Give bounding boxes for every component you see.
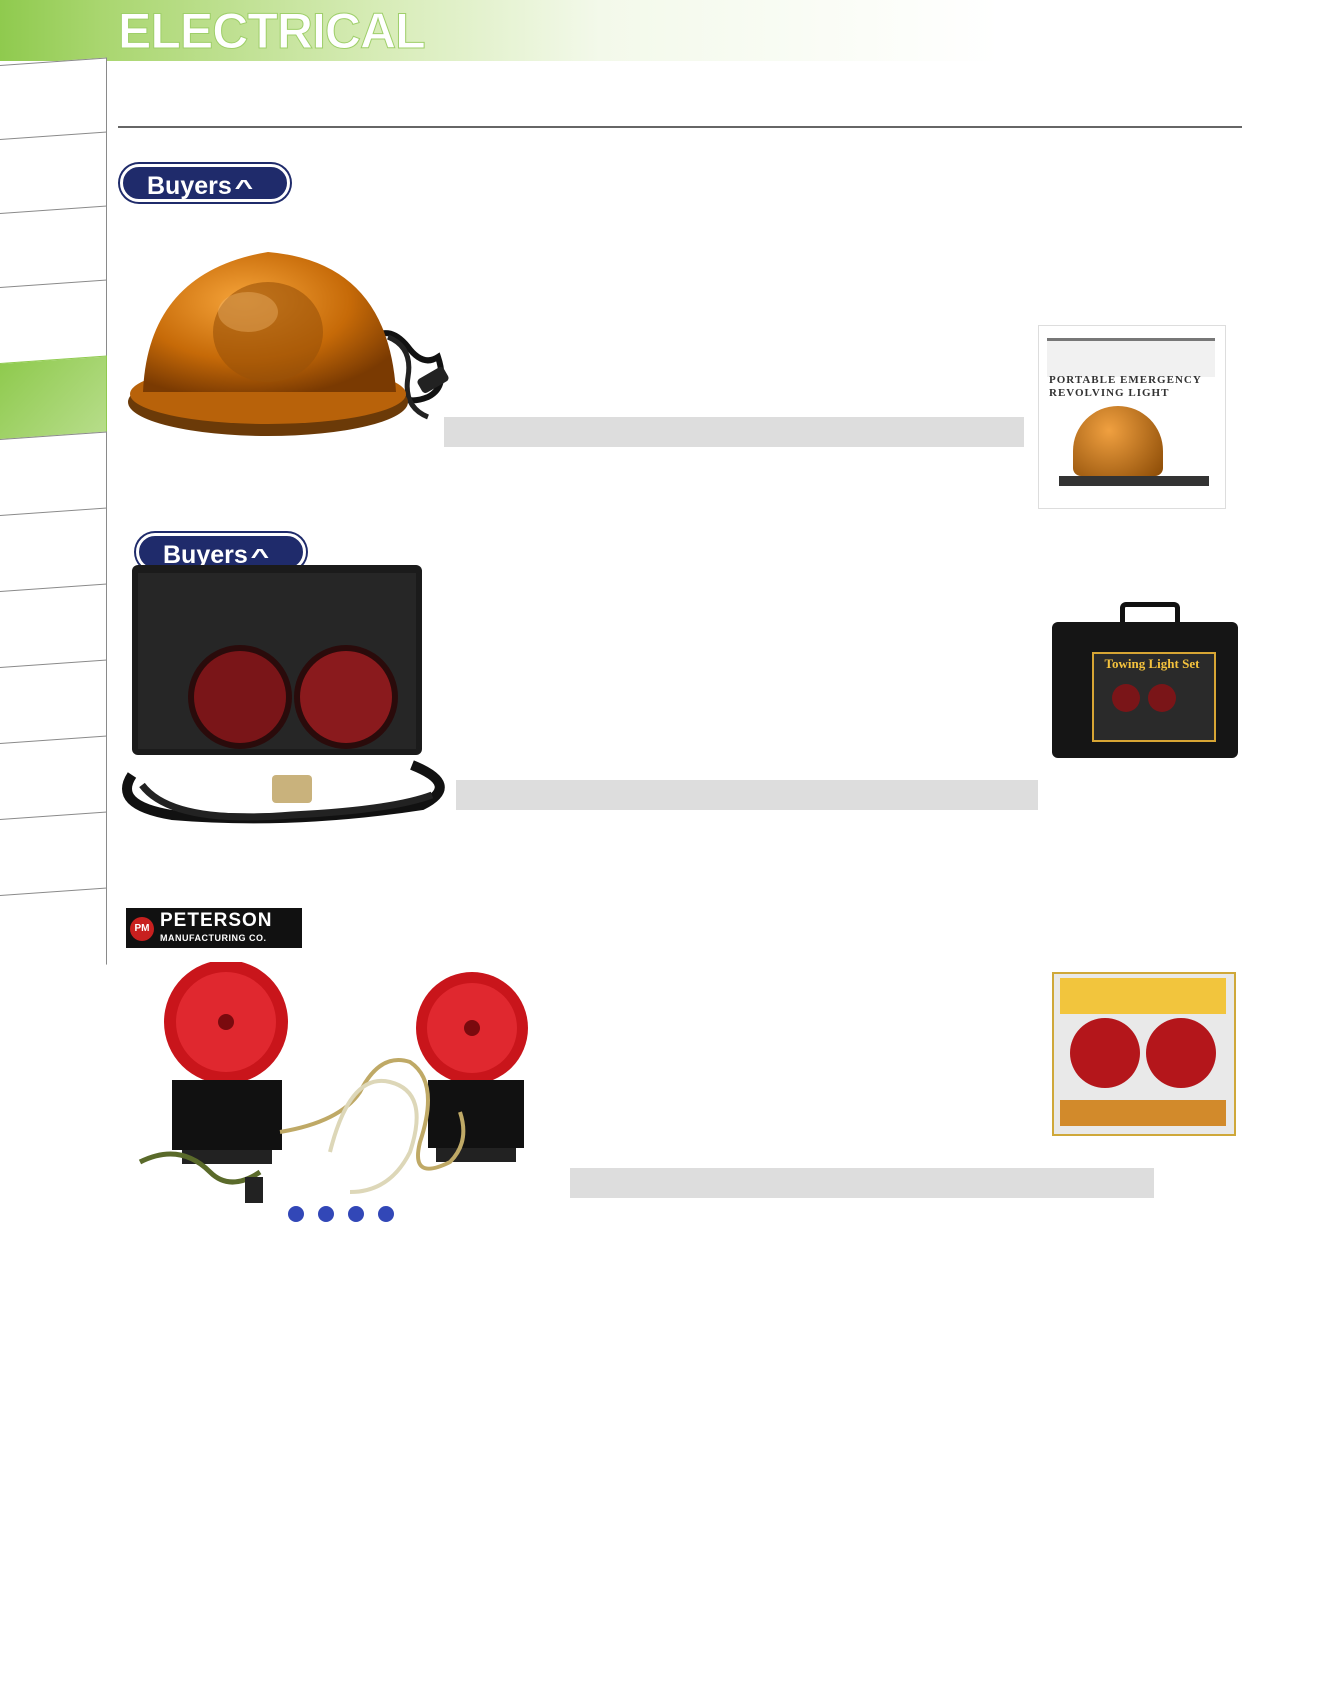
- side-tab[interactable]: [0, 583, 107, 668]
- side-tab[interactable]: [0, 659, 107, 744]
- side-tab[interactable]: [0, 431, 107, 516]
- buyers-arrow-icon: ^: [234, 177, 253, 199]
- header-divider: [118, 126, 1242, 128]
- description-bar: [456, 780, 1038, 810]
- side-tab[interactable]: [0, 507, 107, 592]
- beacon-light-image: [118, 232, 463, 472]
- peterson-name: PETERSON: [160, 910, 273, 931]
- buyers-logo: Buyers^: [120, 164, 290, 202]
- peterson-sub: MANUFACTURING CO.: [160, 933, 267, 943]
- side-tab[interactable]: [0, 131, 107, 216]
- tow-lights-package-image: [1052, 972, 1236, 1136]
- side-tab[interactable]: [0, 811, 107, 896]
- side-tab[interactable]: [0, 279, 107, 364]
- magnetic-tow-lights-image: [130, 962, 550, 1232]
- header-band: [0, 0, 1000, 61]
- peterson-logo: PM PETERSON MANUFACTURING CO.: [126, 908, 302, 948]
- side-tab[interactable]: [0, 205, 107, 290]
- side-tab[interactable]: [0, 735, 107, 820]
- package-text-line2: REVOLVING LIGHT: [1049, 387, 1170, 399]
- side-tab[interactable]: [0, 57, 107, 142]
- buyers-logo-text: Buyers: [147, 172, 232, 200]
- towing-case-label: Towing Light Set: [1104, 656, 1200, 671]
- buyers-arrow-icon: ^: [250, 546, 269, 568]
- towing-light-kit-image: [122, 565, 462, 855]
- peterson-mark: PM: [130, 917, 154, 941]
- buyers-logo-text: Buyers: [163, 541, 248, 569]
- description-bar: [570, 1168, 1154, 1198]
- package-text-line1: PORTABLE EMERGENCY: [1049, 374, 1202, 386]
- side-tab[interactable]: [0, 887, 107, 972]
- towing-case-image: Towing Light Set: [1052, 602, 1238, 760]
- side-tab-active[interactable]: [0, 355, 107, 440]
- page-title: ELECTRICAL: [118, 3, 427, 59]
- beacon-package-image: PORTABLE EMERGENCY REVOLVING LIGHT: [1038, 325, 1226, 509]
- side-tabs: [0, 57, 112, 1005]
- description-bar: [444, 417, 1024, 447]
